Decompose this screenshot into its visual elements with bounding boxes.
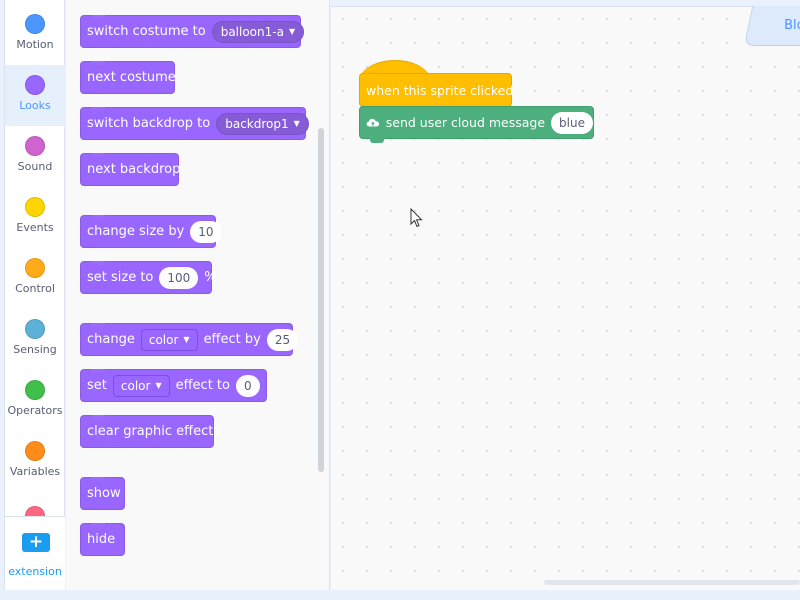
block-text: when this sprite clicked [366, 83, 514, 98]
block-text: switch costume to [87, 24, 206, 39]
change-effect-block[interactable]: change color ▼ effect by 25 [80, 323, 299, 356]
sensing-dot-icon [25, 319, 45, 339]
switch-costume-block[interactable]: switch costume to balloon1-a ▼ [80, 15, 305, 48]
costume-dropdown[interactable]: balloon1-a ▼ [211, 20, 305, 43]
dropdown-value: backdrop1 [225, 116, 289, 131]
mouse-cursor-icon [410, 208, 423, 228]
backdrop-dropdown[interactable]: backdrop1 ▼ [216, 112, 309, 135]
category-my-blocks[interactable] [5, 492, 65, 516]
clear-graphic-effects-block[interactable]: clear graphic effects [80, 415, 220, 448]
category-sound[interactable]: Sound [5, 126, 65, 187]
category-events[interactable]: Events [5, 187, 65, 248]
block-text: effect by [203, 332, 261, 347]
show-block[interactable]: show [80, 477, 125, 510]
variables-dot-icon [25, 441, 45, 461]
add-extension-icon: + [22, 533, 50, 552]
category-label: Looks [19, 99, 51, 112]
block-text: clear graphic effects [87, 424, 221, 439]
looks-dot-icon [25, 75, 45, 95]
block-text: set size to [87, 270, 154, 285]
dropdown-value: color [120, 378, 151, 393]
category-label: Variables [9, 465, 61, 478]
cloud-upload-icon [366, 118, 380, 126]
block-text: send user cloud message [385, 115, 546, 130]
dropdown-arrow-icon: ▼ [155, 380, 162, 390]
effect-value-input[interactable]: 0 [235, 374, 260, 397]
category-label: Control [15, 282, 55, 295]
block-text: next backdrop [87, 162, 181, 177]
motion-dot-icon [25, 14, 45, 34]
category-operators[interactable]: Operators [5, 370, 65, 431]
block-text: show [87, 486, 121, 501]
set-effect-block[interactable]: set color ▼ effect to 0 [80, 369, 267, 402]
hide-block[interactable]: hide [80, 523, 125, 556]
send-cloud-message-block[interactable]: send user cloud message blue [359, 106, 594, 143]
effect-dropdown[interactable]: color ▼ [140, 328, 198, 351]
myblocks-dot-icon [25, 506, 45, 516]
category-control[interactable]: Control [5, 248, 65, 309]
category-variables[interactable]: Variables [5, 431, 65, 492]
category-label: Motion [16, 38, 54, 51]
workspace-tab[interactable]: Blo [743, 6, 800, 46]
set-size-block[interactable]: set size to 100 % [80, 261, 217, 294]
workspace-horizontal-scrollbar[interactable] [544, 580, 800, 585]
percent-label: % [204, 270, 217, 285]
block-text: switch backdrop to [87, 116, 211, 131]
block-text: change size by [87, 224, 185, 239]
add-extension-button[interactable]: + extension [5, 516, 65, 590]
message-input[interactable]: blue [551, 111, 593, 134]
next-backdrop-block[interactable]: next backdrop [80, 153, 181, 186]
size-change-input[interactable]: 10 [190, 220, 222, 243]
extension-label: extension [8, 565, 62, 578]
category-sidebar: Motion Looks Sound Events Control Sensin… [4, 0, 65, 590]
block-text: change [87, 332, 135, 347]
effect-change-input[interactable]: 25 [266, 328, 299, 351]
dropdown-arrow-icon: ▼ [288, 26, 296, 36]
category-label: Sound [17, 160, 53, 173]
block-text: set [87, 378, 107, 393]
block-text: next costume [87, 70, 176, 85]
workspace-tab-label: Blo [784, 18, 800, 33]
sound-dot-icon [25, 136, 45, 156]
dropdown-value: color [148, 332, 179, 347]
block-text: hide [87, 532, 116, 547]
next-costume-block[interactable]: next costume [80, 61, 176, 94]
dropdown-arrow-icon: ▼ [293, 118, 300, 128]
switch-backdrop-block[interactable]: switch backdrop to backdrop1 ▼ [80, 107, 309, 140]
category-label: Operators [7, 404, 63, 417]
palette-scrollbar[interactable] [318, 128, 324, 472]
block-text: effect to [175, 378, 230, 393]
category-sensing[interactable]: Sensing [5, 309, 65, 370]
change-size-block[interactable]: change size by 10 [80, 215, 222, 248]
control-dot-icon [25, 258, 45, 278]
size-input[interactable]: 100 [159, 266, 199, 289]
category-motion[interactable]: Motion [5, 4, 65, 65]
when-sprite-clicked-block[interactable]: when this sprite clicked [359, 73, 514, 107]
effect-dropdown[interactable]: color ▼ [112, 374, 170, 397]
category-label: Sensing [13, 343, 57, 356]
dropdown-arrow-icon: ▼ [183, 334, 190, 344]
dropdown-value: balloon1-a [220, 24, 284, 39]
operators-dot-icon [25, 380, 45, 400]
category-looks[interactable]: Looks [5, 65, 65, 126]
category-label: Events [16, 221, 54, 234]
events-dot-icon [25, 197, 45, 217]
